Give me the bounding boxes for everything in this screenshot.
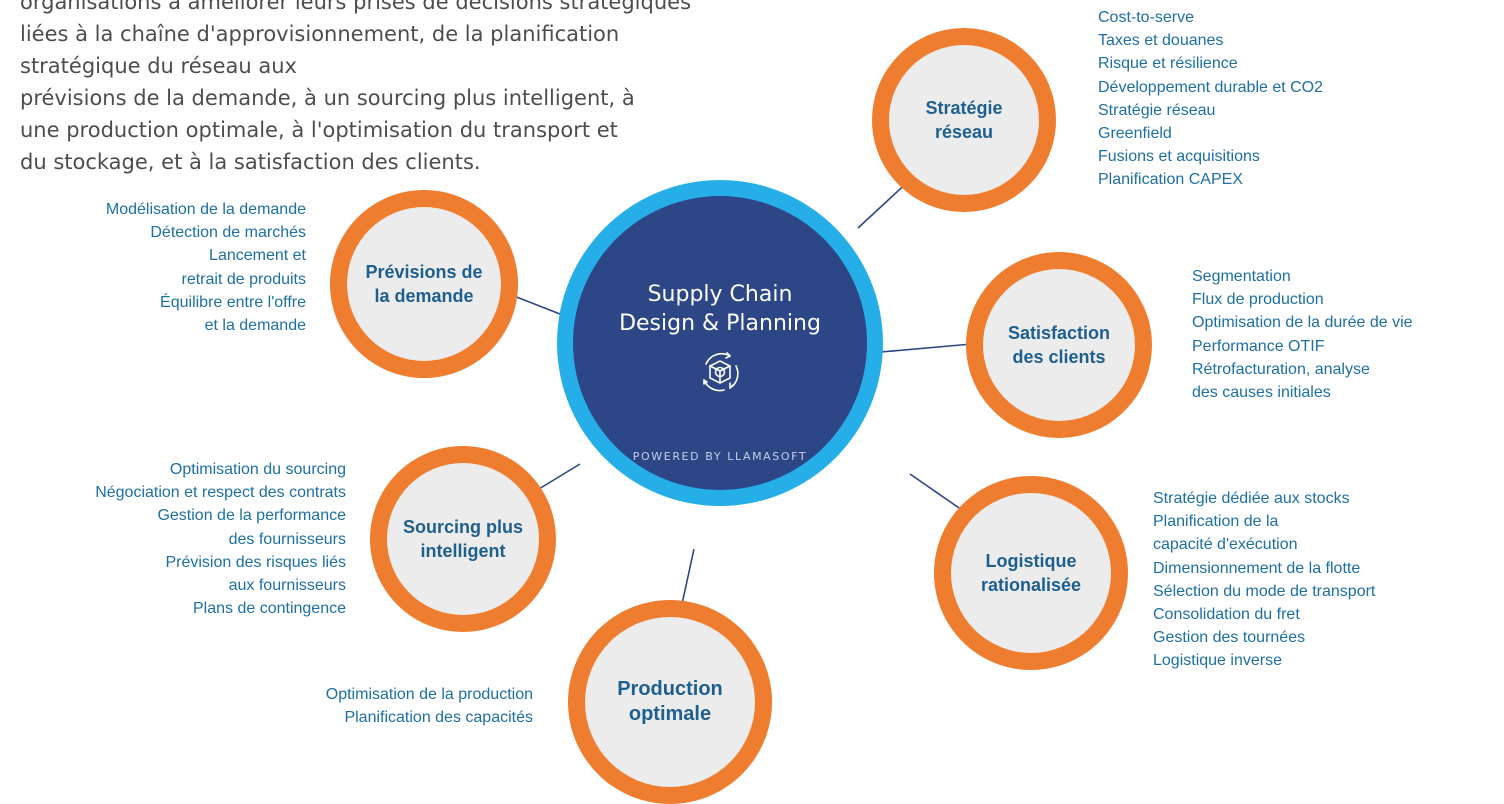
list-item: Modélisation de la demande bbox=[105, 201, 306, 218]
node-logistique-label: Logistique rationalisée bbox=[980, 551, 1082, 595]
list-item: Optimisation de la durée de vie bbox=[1192, 314, 1413, 332]
node-previsions-demande-inner: Prévisions de la demande bbox=[347, 207, 501, 361]
central-hub-inner: Supply Chain Design & Planning POWERED B… bbox=[573, 196, 867, 490]
node-strategie-reseau: Stratégie réseau bbox=[872, 28, 1056, 212]
list-item: Consolidation du fret bbox=[1153, 606, 1300, 624]
list-item: Risque et résilience bbox=[1098, 55, 1238, 73]
list-logistique: Stratégie dédiée aux stocks Planificatio… bbox=[1153, 487, 1375, 673]
list-item: Développement durable et CO2 bbox=[1098, 78, 1324, 96]
list-item: Stratégie dédiée aux stocks bbox=[1153, 490, 1350, 507]
cube-cycle-icon bbox=[703, 352, 739, 392]
node-sourcing: Sourcing plus intelligent bbox=[370, 446, 556, 632]
list-item: Flux de production bbox=[1192, 291, 1324, 309]
hub-title: Supply Chain Design & Planning bbox=[619, 282, 821, 336]
list-item: Lancement et retrait de produits bbox=[181, 247, 306, 288]
node-satisfaction-clients-inner: Satisfaction des clients bbox=[983, 269, 1135, 421]
list-satisfaction-clients: Segmentation Flux de production Optimisa… bbox=[1192, 265, 1413, 404]
list-item: Équilibre entre l'offre et la demande bbox=[160, 293, 306, 335]
list-item: Performance OTIF bbox=[1192, 337, 1325, 355]
list-item: Cost-to-serve bbox=[1098, 9, 1195, 26]
list-item: Planification des capacités bbox=[344, 709, 533, 727]
list-item: Segmentation bbox=[1192, 268, 1291, 285]
node-satisfaction-clients-label: Satisfaction des clients bbox=[1007, 323, 1111, 367]
list-item: Rétrofacturation, analyse des causes ini… bbox=[1192, 360, 1370, 402]
node-production-label: Production optimale bbox=[617, 678, 723, 725]
node-previsions-demande-label: Prévisions de la demande bbox=[365, 262, 483, 306]
node-sourcing-label: Sourcing plus intelligent bbox=[402, 517, 523, 561]
list-item: Logistique inverse bbox=[1153, 652, 1282, 670]
list-item: Sélection du mode de transport bbox=[1153, 582, 1376, 600]
list-previsions-demande: Modélisation de la demande Détection de … bbox=[0, 198, 306, 337]
connector-production bbox=[681, 548, 695, 605]
list-sourcing: Optimisation du sourcing Négociation et … bbox=[0, 458, 346, 620]
connector-satisfaction-clients bbox=[880, 343, 973, 353]
list-item: Gestion des tournées bbox=[1153, 629, 1306, 647]
list-item: Stratégie réseau bbox=[1098, 101, 1216, 119]
node-production: Production optimale bbox=[568, 600, 772, 804]
central-hub: Supply Chain Design & Planning POWERED B… bbox=[557, 180, 883, 506]
list-item: Greenfield bbox=[1098, 125, 1172, 143]
node-production-inner: Production optimale bbox=[585, 617, 755, 787]
intro-paragraph: organisations à améliorer leurs prises d… bbox=[20, 0, 692, 174]
list-item: Optimisation du sourcing bbox=[169, 461, 346, 478]
node-strategie-reseau-inner: Stratégie réseau bbox=[889, 45, 1039, 195]
list-item: Fusions et acquisitions bbox=[1098, 148, 1260, 166]
hub-subtitle: POWERED BY LLAMASOFT bbox=[632, 450, 808, 463]
list-item: Taxes et douanes bbox=[1098, 32, 1224, 50]
list-item: Prévision des risques liés aux fournisse… bbox=[165, 553, 346, 595]
list-item: Planification CAPEX bbox=[1098, 171, 1243, 189]
node-logistique-inner: Logistique rationalisée bbox=[951, 493, 1111, 653]
list-item: Négociation et respect des contrats bbox=[95, 484, 346, 502]
node-sourcing-inner: Sourcing plus intelligent bbox=[387, 463, 539, 615]
connector-logistique bbox=[909, 473, 963, 511]
list-item: Dimensionnement de la flotte bbox=[1153, 559, 1361, 577]
connector-previsions-demande bbox=[513, 295, 566, 317]
list-item: Plans de contingence bbox=[193, 600, 346, 618]
list-item: Optimisation de la production bbox=[325, 686, 533, 703]
list-strategie-reseau: Cost-to-serve Taxes et douanes Risque et… bbox=[1098, 6, 1323, 192]
node-strategie-reseau-label: Stratégie réseau bbox=[925, 98, 1003, 142]
connector-sourcing bbox=[533, 463, 581, 493]
list-production: Optimisation de la production Planificat… bbox=[0, 683, 533, 729]
list-item: Gestion de la performance des fournisseu… bbox=[157, 507, 346, 548]
list-item: Détection de marchés bbox=[150, 224, 306, 242]
node-previsions-demande: Prévisions de la demande bbox=[330, 190, 518, 378]
node-logistique: Logistique rationalisée bbox=[934, 476, 1128, 670]
node-satisfaction-clients: Satisfaction des clients bbox=[966, 252, 1152, 438]
list-item: Planification de la capacité d'exécution bbox=[1153, 513, 1298, 554]
